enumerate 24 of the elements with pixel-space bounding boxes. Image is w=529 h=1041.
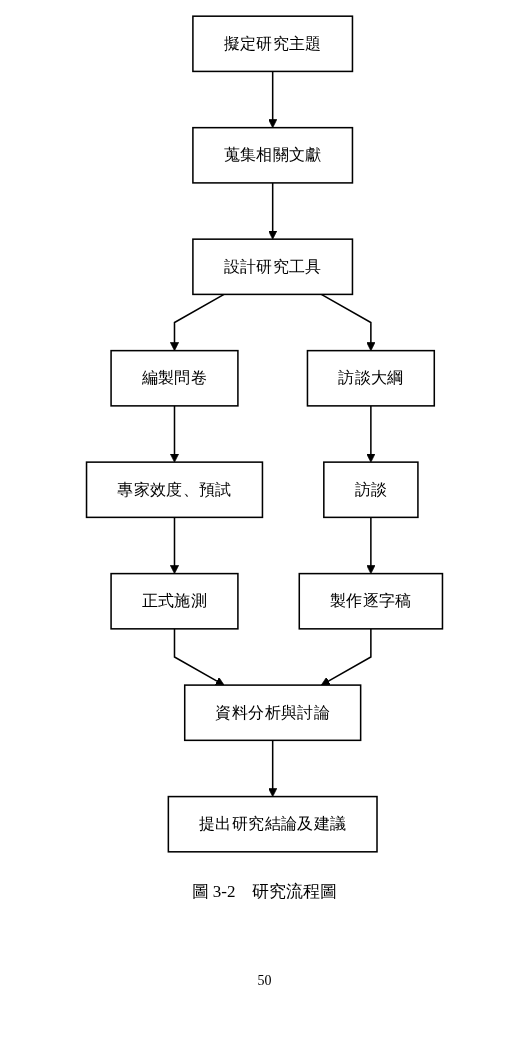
arrow <box>170 293 225 352</box>
node-box: 訪談大綱 <box>306 349 436 407</box>
arrow <box>366 516 376 574</box>
node-box: 提出研究結論及建議 <box>167 795 378 853</box>
node-box: 資料分析與討論 <box>183 684 362 742</box>
arrow <box>268 182 278 240</box>
node-box: 擬定研究主題 <box>192 15 354 73</box>
figure-caption: 圖 3-2 研究流程圖 <box>191 881 338 903</box>
arrow <box>320 628 372 686</box>
node-box: 蒐集相關文獻 <box>192 126 354 184</box>
arrow <box>366 405 376 463</box>
arrow <box>268 70 278 129</box>
node-box: 專家效度、預試 <box>85 461 264 519</box>
arrow <box>173 628 225 686</box>
arrow <box>320 293 376 352</box>
node-box: 設計研究工具 <box>192 238 354 296</box>
node-box: 訪談 <box>323 461 419 519</box>
arrow <box>170 516 179 574</box>
page-number: 50 <box>257 973 272 989</box>
node-box: 編製問卷 <box>110 349 239 407</box>
node-box: 正式施測 <box>110 572 239 630</box>
arrow <box>170 405 179 463</box>
node-box: 製作逐字稿 <box>298 572 444 630</box>
arrow <box>268 739 278 797</box>
